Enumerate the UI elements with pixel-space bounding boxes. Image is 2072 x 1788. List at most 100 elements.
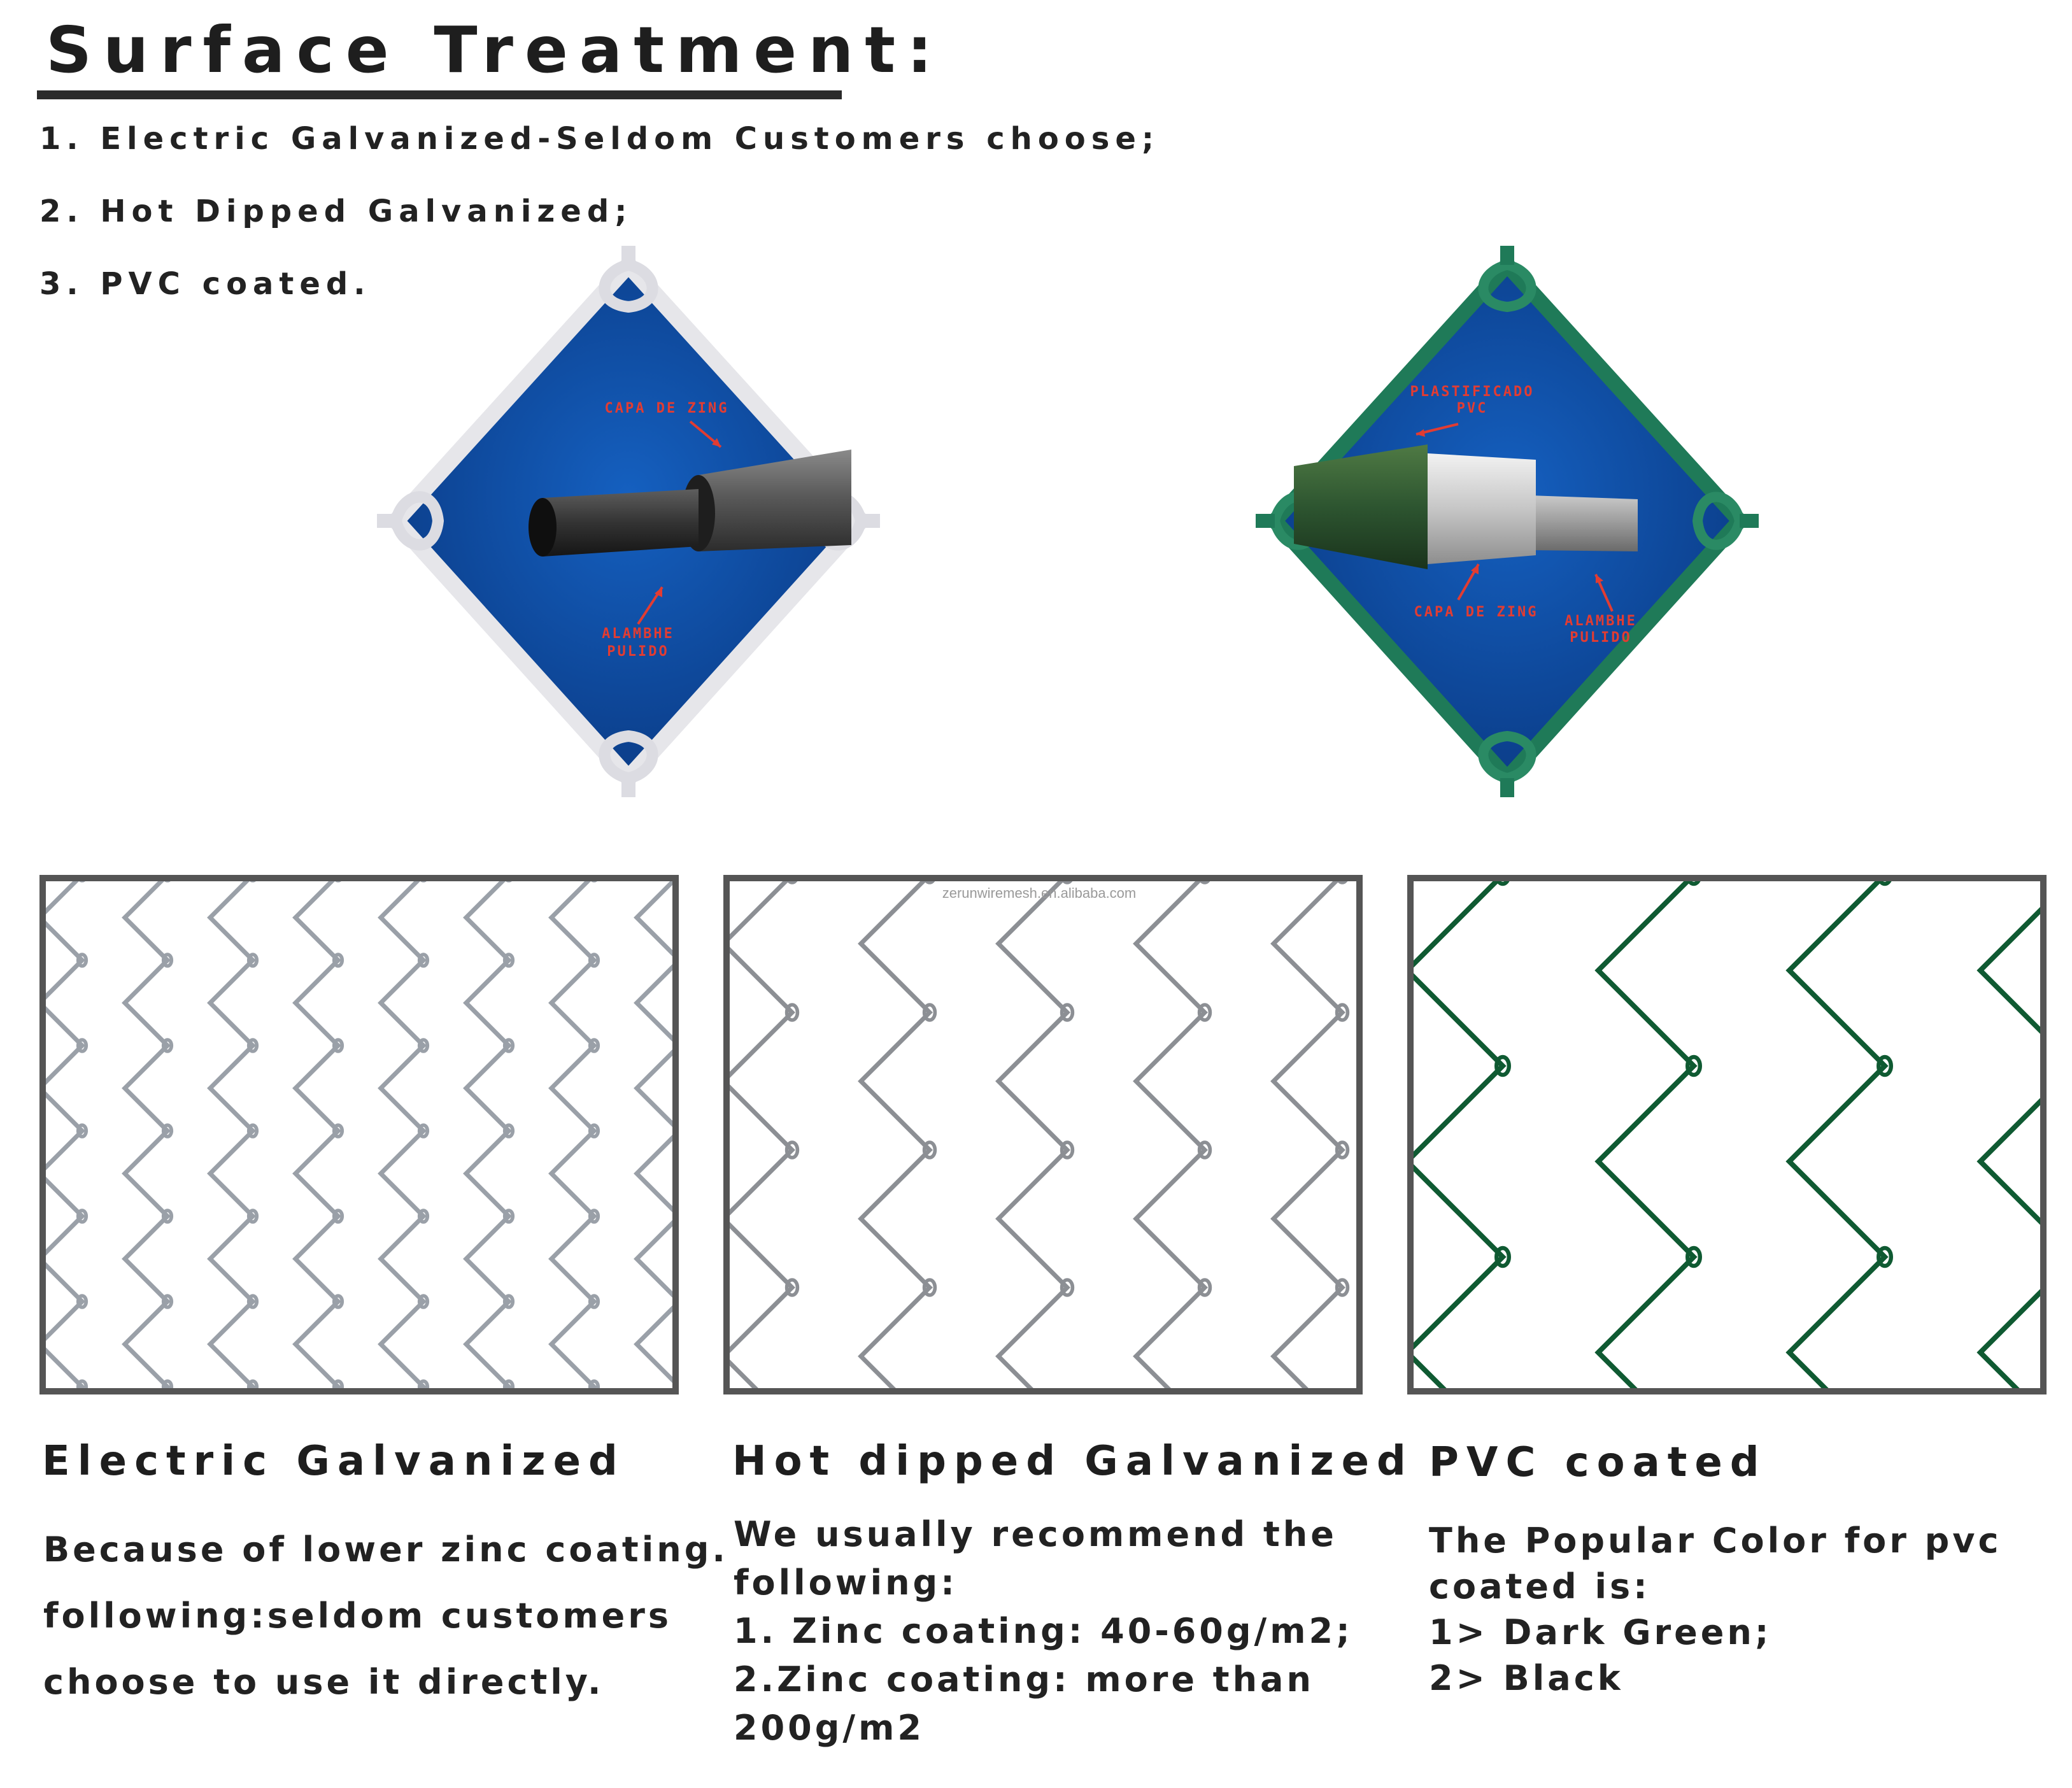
- panel-border: [1407, 875, 2047, 1394]
- mesh-knot: [417, 1123, 430, 1139]
- label-pvc-1: PLASTIFICADO: [1410, 384, 1535, 400]
- mesh-knot: [76, 1038, 89, 1053]
- twist-right: [1692, 492, 1745, 550]
- mesh-knot: [1685, 875, 1702, 886]
- twist-bottom: [1478, 730, 1536, 783]
- hot-dipped-mesh-image: zerunwiremesh.en.alibaba.com: [723, 875, 1363, 1394]
- mesh-knot: [417, 1038, 430, 1053]
- description-line: 2> Black: [1429, 1658, 1624, 1698]
- mesh-knot: [1335, 1278, 1350, 1297]
- treatment-item-2: 2. Hot Dipped Galvanized;: [39, 194, 633, 229]
- description-line: 200g/m2: [734, 1708, 925, 1748]
- label-wire-2: PULIDO: [1570, 630, 1631, 646]
- mesh-knot: [502, 953, 515, 968]
- mesh-knot: [332, 1209, 344, 1224]
- mesh-knot: [246, 1294, 259, 1309]
- mesh-knot: [76, 1209, 89, 1224]
- mesh-knot: [76, 953, 89, 968]
- description-line: choose to use it directly.: [43, 1662, 604, 1702]
- description-line: We usually recommend the: [734, 1514, 1337, 1554]
- mesh-wire: [39, 875, 85, 1394]
- mesh-wire: [122, 875, 171, 1394]
- label-wire-1: ALAMBHE: [1565, 613, 1637, 629]
- mesh-knot: [417, 1209, 430, 1224]
- description-line: coated is:: [1429, 1566, 1650, 1607]
- mesh-wire: [1270, 875, 1345, 1394]
- mesh-knot: [1335, 1003, 1350, 1022]
- mesh-wire: [1407, 875, 1507, 1394]
- pvc-coated-description: The Popular Color for pvc coated is: 1> …: [1429, 1518, 2002, 1701]
- twist-bottom: [599, 730, 658, 784]
- mesh-wire: [858, 875, 933, 1394]
- mesh-knot: [588, 1038, 600, 1053]
- mesh-knot: [1685, 1245, 1703, 1268]
- mesh-knot: [1060, 875, 1075, 884]
- mesh-wire: [292, 875, 341, 1394]
- pvc-coated-mesh-image: [1407, 875, 2047, 1394]
- mesh-wire: [1133, 875, 1208, 1394]
- watermark-text: zerunwiremesh.en.alibaba.com: [942, 885, 1137, 901]
- description-line: 2.Zinc coating: more than: [734, 1659, 1314, 1699]
- mesh-knot: [76, 1294, 89, 1309]
- hot-dipped-description: We usually recommend the following: 1. Z…: [734, 1510, 1353, 1752]
- mesh-knot: [784, 1278, 800, 1297]
- mesh-knot: [1877, 875, 1893, 886]
- mesh-knot: [332, 1123, 344, 1139]
- mesh-wire: [723, 875, 795, 1394]
- mesh-knot: [588, 1123, 600, 1139]
- mesh-knot: [588, 1294, 600, 1309]
- electric-galvanized-mesh-image: [39, 875, 679, 1394]
- mesh-knot: [502, 1038, 515, 1053]
- mesh-knot: [1877, 1054, 1894, 1077]
- pvc-coated-title: PVC coated: [1429, 1439, 1767, 1486]
- mesh-knot: [588, 953, 600, 968]
- mesh-wire: [1594, 875, 1698, 1394]
- description-line: The Popular Color for pvc: [1429, 1521, 2002, 1561]
- mesh-knot: [1060, 1140, 1075, 1160]
- label-zinc: CAPA DE ZING: [1414, 604, 1538, 620]
- mesh-knot: [161, 1209, 174, 1224]
- page-title: Surface Treatment:: [46, 13, 944, 87]
- polished-wire-cylinder: [543, 489, 699, 557]
- mesh-knot: [502, 1294, 515, 1309]
- mesh-knot: [161, 1294, 174, 1309]
- mesh-knot: [161, 953, 174, 968]
- description-line: Because of lower zinc coating.: [43, 1529, 728, 1570]
- mesh-knot: [784, 1003, 800, 1022]
- mesh-knot: [161, 1123, 174, 1139]
- mesh-knot: [1197, 1278, 1212, 1297]
- electric-galvanized-description: Because of lower zinc coating. following…: [43, 1517, 728, 1715]
- mesh-knot: [332, 1038, 344, 1053]
- mesh-knot: [1877, 1245, 1894, 1268]
- mesh-knot: [246, 1209, 259, 1224]
- zinc-layer-cylinder: [699, 450, 851, 551]
- mesh-knot: [332, 953, 344, 968]
- description-line: 1> Dark Green;: [1429, 1612, 1772, 1652]
- twist-top: [599, 259, 658, 313]
- mesh-knot: [417, 1294, 430, 1309]
- mesh-knot: [246, 1038, 259, 1053]
- label-zinc-layer: CAPA DE ZING: [605, 401, 729, 416]
- mesh-knot: [246, 1123, 259, 1139]
- mesh-wire: [378, 875, 427, 1394]
- panel-border: [723, 875, 1363, 1394]
- mesh-wire: [1976, 900, 2047, 1394]
- mesh-knot: [1335, 875, 1350, 884]
- mesh-knot: [784, 1140, 800, 1160]
- mesh-knot: [922, 1278, 937, 1297]
- mesh-knot: [588, 1209, 600, 1224]
- description-line: following:seldom customers: [43, 1596, 672, 1636]
- hot-dipped-title: Hot dipped Galvanized: [732, 1438, 1414, 1485]
- mesh-knot: [922, 1140, 937, 1160]
- zinc-wire-diagram: CAPA DE ZING ALAMBHE PULIDO: [377, 246, 880, 797]
- label-polished-1: ALAMBHE: [602, 626, 674, 642]
- mesh-knot: [922, 875, 937, 884]
- mesh-wire: [1785, 875, 1889, 1394]
- polished-wire-cylinder: [1529, 495, 1638, 551]
- pvc-wire-diagram: PLASTIFICADO PVC CAPA DE ZING ALAMBHE PU…: [1256, 246, 1759, 797]
- mesh-knot: [1060, 1278, 1075, 1297]
- mesh-knot: [1685, 1054, 1703, 1077]
- mesh-knot: [161, 1038, 174, 1053]
- mesh-knot: [1197, 875, 1212, 884]
- mesh-wire: [995, 875, 1070, 1394]
